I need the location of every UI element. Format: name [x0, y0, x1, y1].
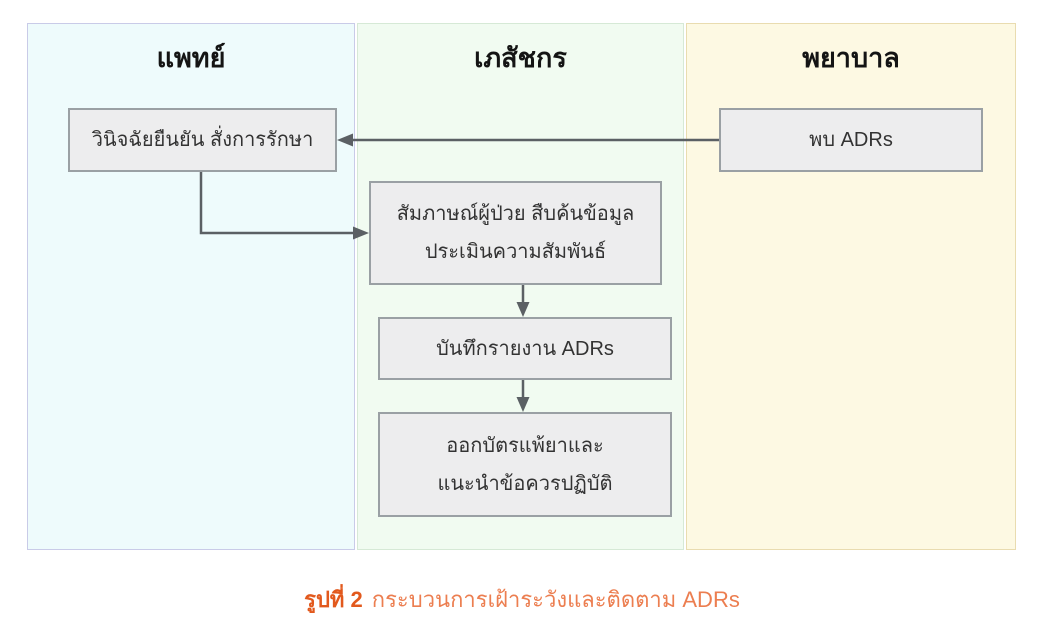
node-interview-line1: สัมภาษณ์ผู้ป่วย สืบค้นข้อมูล: [396, 203, 635, 225]
node-found-adrs-label: พบ ADRs: [809, 129, 893, 151]
node-found-adrs: พบ ADRs: [719, 108, 983, 172]
lane-title-pharmacist: เภสัชกร: [474, 43, 567, 73]
node-confirm-diagnosis: วินิจฉัยยืนยัน สั่งการรักษา: [68, 108, 337, 172]
lane-title-doctor: แพทย์: [156, 43, 226, 73]
figure-caption-number: รูปที่ 2: [304, 587, 363, 612]
lane-doctor: แพทย์: [27, 23, 355, 550]
lane-title-nurse: พยาบาล: [802, 43, 900, 73]
node-record-adrs-report: บันทึกรายงาน ADRs: [378, 317, 672, 380]
node-allergy-card-line2: แนะนำข้อควรปฏิบัติ: [437, 472, 613, 495]
lane-nurse: พยาบาล: [686, 23, 1016, 550]
node-interview-assess: สัมภาษณ์ผู้ป่วย สืบค้นข้อมูล ประเมินความ…: [369, 181, 662, 285]
node-allergy-card-line1: ออกบัตรแพ้ยาและ: [446, 434, 604, 457]
figure-caption-text: กระบวนการเฝ้าระวังและติดตาม ADRs: [371, 587, 740, 612]
node-interview-line2: ประเมินความสัมพันธ์: [424, 241, 607, 263]
node-confirm-diagnosis-label: วินิจฉัยยืนยัน สั่งการรักษา: [91, 129, 314, 151]
node-allergy-card-advice: ออกบัตรแพ้ยาและ แนะนำข้อควรปฏิบัติ: [378, 412, 672, 517]
node-record-adrs-report-label: บันทึกรายงาน ADRs: [436, 337, 614, 360]
figure-caption: รูปที่ 2 กระบวนการเฝ้าระวังและติดตาม ADRs: [0, 585, 1044, 616]
